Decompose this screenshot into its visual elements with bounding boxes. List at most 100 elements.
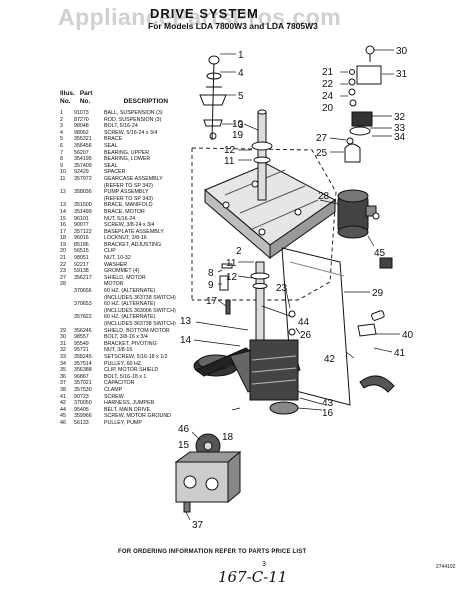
capacitor-and-harness bbox=[357, 257, 395, 393]
part-no: 370656 bbox=[74, 288, 92, 295]
part-description: (INCLUDES 363006 SWITCH) bbox=[104, 307, 176, 314]
part-description: BRACE bbox=[104, 136, 123, 143]
part-description: BRACKET, PIVOTING bbox=[104, 340, 157, 347]
part-description: PULLEY, 60 HZ. bbox=[104, 360, 143, 367]
callout-8: 8 bbox=[208, 268, 214, 279]
part-description: GROMMET (4) bbox=[104, 268, 140, 275]
part-description: BEARING, UPPER bbox=[104, 149, 150, 156]
parts-list-row: (INCLUDES 363006 SWITCH) bbox=[60, 308, 194, 315]
part-no: 370050 bbox=[74, 400, 92, 407]
pump-assembly bbox=[174, 433, 242, 513]
callout-12: 12 bbox=[224, 145, 236, 156]
parts-list-row: (INCLUDES 363738 SWITCH) bbox=[60, 321, 194, 328]
callout-16: 16 bbox=[322, 408, 334, 419]
part-description: BRACE, MANIFOLD bbox=[104, 202, 153, 209]
part-no: 358245 bbox=[74, 353, 92, 360]
no-label: No. bbox=[60, 98, 71, 105]
illus-no: 19 bbox=[60, 241, 66, 248]
part-description: BOLT, 5/16-18 x 1 bbox=[104, 373, 147, 380]
callout-40: 40 bbox=[402, 330, 414, 341]
part-description: GEARCASE ASSEMBLY bbox=[104, 175, 163, 182]
callout-9: 9 bbox=[208, 280, 214, 291]
part-description: SHIELD, MOTOR bbox=[104, 274, 146, 281]
part-no: 96101 bbox=[74, 215, 89, 222]
illus-no: 7 bbox=[60, 149, 63, 156]
part-no: 357409 bbox=[74, 162, 92, 169]
suspension-rod-top bbox=[199, 55, 227, 141]
part-no: 357122 bbox=[74, 228, 92, 235]
callout-28: 28 bbox=[318, 191, 330, 202]
part-no: 358036 bbox=[74, 189, 92, 196]
part-description: SETSCREW, 5/16-18 x 1/2 bbox=[104, 353, 168, 360]
callout-15: 15 bbox=[178, 440, 190, 451]
illus-no: 4 bbox=[60, 129, 63, 136]
callout-44: 44 bbox=[298, 317, 310, 328]
part-description: PULLEY, PUMP bbox=[104, 419, 142, 426]
illus-no: 42 bbox=[60, 400, 66, 407]
part-no: 85186 bbox=[74, 241, 89, 248]
callout-23: 23 bbox=[276, 283, 288, 294]
illus-no: 5 bbox=[60, 136, 63, 143]
illus-no: 17 bbox=[60, 228, 66, 235]
callout-20: 20 bbox=[322, 103, 334, 114]
part-description: SCREW, 3/8-24 x 3/4 bbox=[104, 222, 155, 229]
illus-no: 13 bbox=[60, 202, 66, 209]
bolt-hardware bbox=[219, 263, 296, 336]
part-description: NUT, 10-32 bbox=[104, 255, 131, 262]
callout-5: 5 bbox=[238, 91, 244, 102]
part-description: CAPACITOR bbox=[104, 380, 135, 387]
part-no: 96016 bbox=[74, 235, 89, 242]
part-description: PUMP ASSEMBLY bbox=[104, 189, 149, 196]
part-no: 92217 bbox=[74, 261, 89, 268]
baseplate-assembly bbox=[204, 163, 336, 260]
callout-34: 34 bbox=[394, 132, 406, 143]
part-description: SEAL bbox=[104, 162, 118, 169]
part-no: 370653 bbox=[74, 301, 92, 308]
callout-27: 27 bbox=[316, 133, 328, 144]
part-description: BALL, SUSPENSION (3) bbox=[104, 110, 163, 116]
callout-2: 2 bbox=[236, 246, 242, 257]
part-description: SCREW bbox=[104, 393, 124, 400]
pivot-bracket-parts bbox=[344, 45, 382, 163]
part-description: ROD, SUSPENSION (3) bbox=[104, 116, 162, 123]
part-no: 95405 bbox=[74, 406, 89, 413]
part-no: 351499 bbox=[74, 208, 92, 215]
illus-no: 2 bbox=[60, 116, 63, 123]
ordering-info-note: FOR ORDERING INFORMATION REFER TO PARTS … bbox=[118, 549, 307, 555]
illus-no: 44 bbox=[60, 406, 66, 413]
part-description: (REFER TO SP 343) bbox=[104, 195, 153, 202]
illus-no: 38 bbox=[60, 386, 66, 393]
part-no: 357530 bbox=[74, 386, 92, 393]
callout-11: 11 bbox=[224, 156, 235, 167]
part-description: 60 HZ. (ALTERNATE) bbox=[104, 288, 156, 295]
part-no: 95549 bbox=[74, 340, 89, 347]
part-description: SHIELD, BOTTOM MOTOR bbox=[104, 327, 170, 334]
callout-42: 42 bbox=[324, 354, 336, 365]
callout-37: 37 bbox=[192, 520, 204, 531]
part-no: 359966 bbox=[74, 413, 92, 420]
illus-no: 36 bbox=[60, 373, 66, 380]
part-description: BOLT, 3/8-16 x 3/4 bbox=[104, 334, 148, 341]
callout-33: 33 bbox=[394, 123, 406, 134]
part-no: 356388 bbox=[74, 367, 92, 374]
part-no: 355321 bbox=[74, 136, 92, 143]
part-no: 56207 bbox=[74, 149, 89, 156]
callout-32: 32 bbox=[394, 112, 406, 123]
part-description: BEARING, LOWER bbox=[104, 156, 151, 163]
illus-no: 22 bbox=[60, 261, 66, 268]
parts-list-row: 5 355321 BRACE bbox=[60, 136, 194, 143]
part-description: HARNESS, JUMPER bbox=[104, 400, 155, 407]
callout-25: 25 bbox=[316, 148, 328, 159]
part-no: 356246 bbox=[74, 327, 92, 334]
part-description: SCREW, MOTOR GROUND bbox=[104, 413, 171, 420]
